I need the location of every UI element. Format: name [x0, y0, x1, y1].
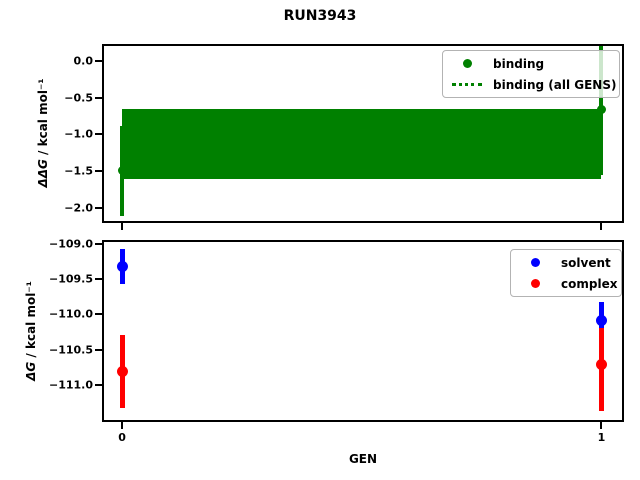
legend-swatch-cell — [447, 59, 487, 68]
binding-y-axis-label: ΔΔG / kcal mol⁻¹ — [36, 78, 50, 187]
legend-entry-binding: binding — [447, 53, 615, 74]
y-tick — [95, 313, 102, 316]
legend-entry-solvent: solvent — [515, 252, 617, 273]
y-label-math: ΔΔG — [36, 159, 50, 188]
x-tick — [600, 422, 603, 429]
legend-label-binding-all-gens: binding (all GENS) — [493, 77, 617, 92]
y-label-units: / kcal mol⁻¹ — [24, 281, 38, 362]
legend-label-complex: complex — [561, 276, 618, 291]
y-tick — [95, 243, 102, 246]
y-tick — [95, 96, 102, 99]
binding-legend: binding binding (all GENS) — [442, 50, 620, 98]
x-tick-label: 1 — [597, 431, 606, 444]
y-label-units: / kcal mol⁻¹ — [36, 78, 50, 160]
y-label-math: ΔG — [24, 361, 38, 381]
y-tick — [95, 278, 102, 281]
legend-swatch-cell — [515, 258, 555, 267]
x-tick — [600, 223, 603, 230]
y-tick — [95, 383, 102, 386]
x-axis-label: GEN — [348, 452, 378, 466]
solvent-point-1 — [595, 315, 607, 327]
complex-dot-icon — [530, 279, 540, 288]
legend-entry-binding-all-gens: binding (all GENS) — [447, 74, 617, 95]
y-tick — [95, 206, 102, 209]
binding-dot-icon — [462, 59, 472, 68]
legend-label-binding: binding — [493, 56, 545, 71]
binding-point-1 — [596, 104, 606, 114]
legend-swatch-cell — [515, 279, 555, 288]
legend-swatch-cell — [447, 83, 487, 86]
y-tick-label: −109.0 — [48, 237, 93, 251]
y-tick-label: −111.0 — [48, 378, 93, 392]
y-tick — [95, 133, 102, 136]
x-tick — [121, 422, 124, 429]
dg-legend: solvent complex — [510, 249, 622, 297]
dg-y-axis-label: ΔG / kcal mol⁻¹ — [24, 281, 38, 381]
dg-plot-area: solvent complex — [102, 240, 624, 422]
solvent-point-0 — [116, 261, 128, 273]
complex-point-1 — [595, 358, 607, 370]
y-tick-label: −109.5 — [48, 272, 93, 286]
legend-label-solvent: solvent — [561, 255, 611, 270]
y-tick — [95, 169, 102, 172]
y-tick-label: −110.5 — [48, 343, 93, 357]
x-tick-label: 0 — [118, 431, 126, 444]
y-tick-label: 0.0 — [73, 54, 94, 68]
legend-entry-complex: complex — [515, 273, 617, 294]
figure-title: RUN3943 — [283, 8, 357, 24]
binding-point-0 — [117, 166, 127, 176]
y-tick-label: −110.0 — [48, 307, 93, 321]
binding-free-energy-per-gen-uncertainty-band — [122, 109, 602, 179]
solvent-dot-icon — [530, 258, 540, 267]
complex-point-0 — [116, 365, 128, 377]
y-tick — [95, 59, 102, 62]
x-tick — [121, 223, 124, 230]
y-tick-label: −2.0 — [64, 201, 93, 215]
binding-plot-area: binding binding (all GENS) — [102, 44, 624, 223]
y-tick — [95, 348, 102, 351]
dotted-line-icon — [452, 83, 482, 86]
